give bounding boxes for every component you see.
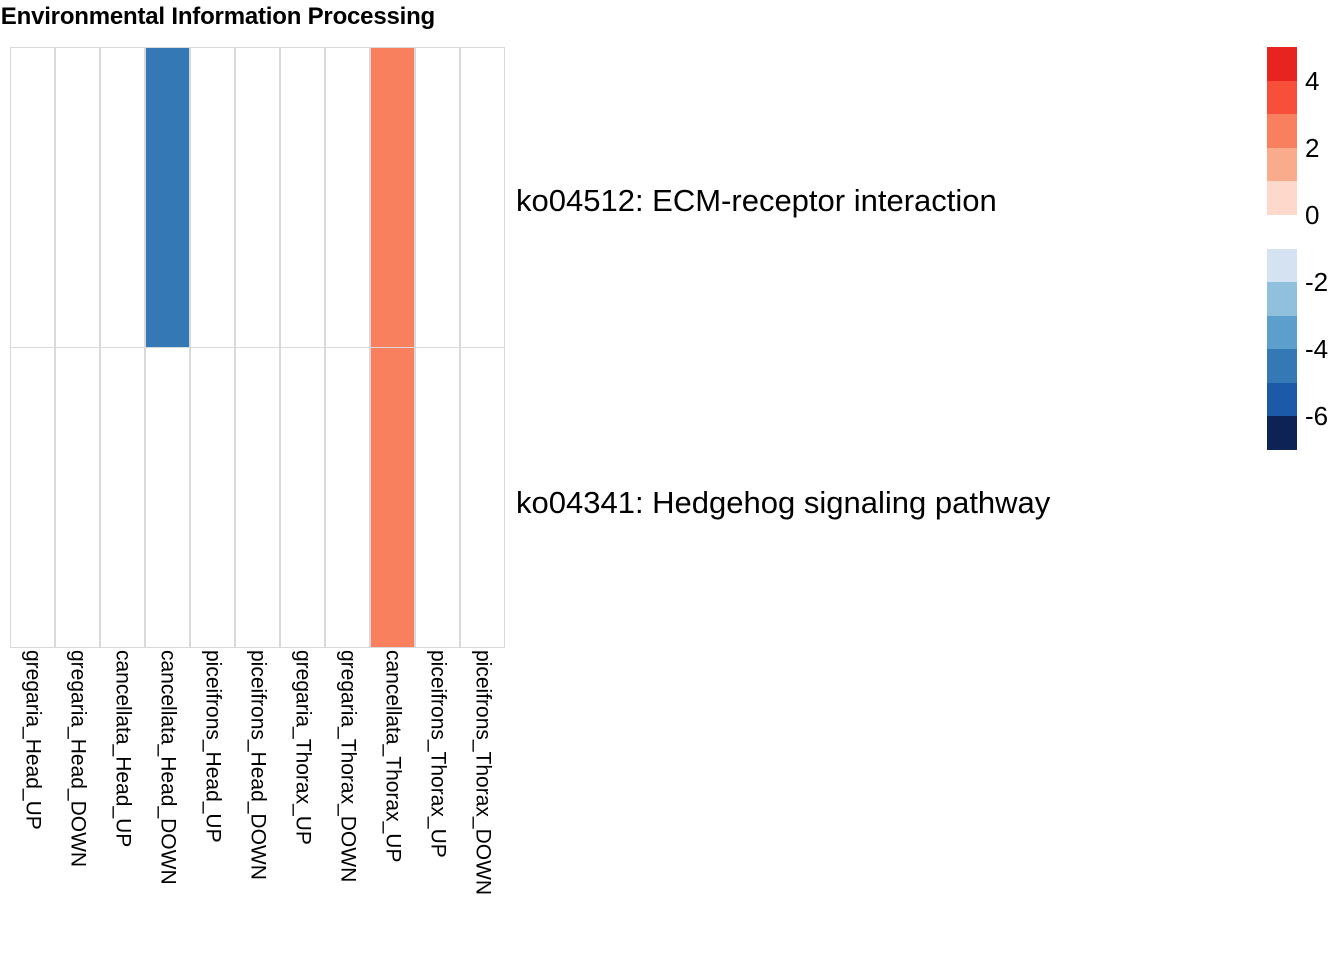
legend-color-band — [1267, 349, 1297, 383]
heatmap-cell — [280, 48, 325, 347]
x-axis-label-slot: cancellata_Head_UP — [100, 650, 145, 950]
legend-color-band — [1267, 214, 1297, 249]
row-label-ko04512: ko04512: ECM-receptor interaction — [516, 183, 997, 218]
legend-tick-label: -4 — [1305, 334, 1329, 365]
legend-color-band — [1267, 147, 1297, 182]
legend-color-band — [1267, 248, 1297, 283]
heatmap-cell — [100, 48, 145, 347]
x-axis-label-slot: cancellata_Thorax_UP — [370, 650, 415, 950]
legend-color-band — [1267, 416, 1297, 450]
heatmap-cell — [11, 348, 55, 647]
heatmap-cell — [415, 348, 460, 647]
x-axis-label: gregaria_Head_DOWN — [66, 650, 89, 868]
heatmap-cell — [190, 348, 235, 647]
page-title: ment: Environmental Information Processi… — [0, 3, 436, 30]
legend-color-band — [1267, 282, 1297, 316]
legend-color-band — [1267, 382, 1297, 417]
x-axis-label: piceifrons_Thorax_UP — [426, 650, 449, 858]
color-legend: 4 2 0 -2 -4 -6 — [1267, 47, 1328, 450]
heatmap-cell — [370, 48, 415, 347]
heatmap-cell — [325, 348, 370, 647]
x-axis-label: gregaria_Thorax_DOWN — [336, 650, 359, 883]
x-axis-label-slot: piceifrons_Head_UP — [190, 650, 235, 950]
heatmap-cell — [235, 348, 280, 647]
x-axis-label: gregaria_Head_UP — [21, 650, 44, 830]
legend-color-band — [1267, 181, 1297, 215]
x-axis-label-slot: piceifrons_Thorax_UP — [415, 650, 460, 950]
legend-tick-label: 0 — [1305, 199, 1320, 230]
heatmap-cell — [55, 348, 100, 647]
x-axis-label: cancellata_Head_DOWN — [156, 650, 179, 885]
x-axis-label-slot: gregaria_Thorax_DOWN — [325, 650, 370, 950]
legend-tick-label: 4 — [1305, 65, 1320, 96]
heatmap-cell — [145, 48, 190, 347]
heatmap-cell — [55, 48, 100, 347]
heatmap-cell — [415, 48, 460, 347]
heatmap-cell — [11, 48, 55, 347]
heatmap-cell — [460, 348, 504, 647]
legend-tick-label: 2 — [1305, 132, 1320, 163]
legend-color-band — [1267, 114, 1297, 148]
legend-color-band — [1267, 80, 1297, 115]
heatmap-cell — [235, 48, 280, 347]
x-axis-label-slot: piceifrons_Head_DOWN — [235, 650, 280, 950]
heatmap-cell — [370, 348, 415, 647]
heatmap-grid — [10, 47, 505, 648]
x-axis-label-slot: cancellata_Head_DOWN — [145, 650, 190, 950]
heatmap-cell — [460, 48, 504, 347]
x-axis-label: piceifrons_Head_UP — [201, 650, 224, 843]
heatmap-cell — [100, 348, 145, 647]
legend-tick-label: -6 — [1305, 401, 1329, 432]
x-axis-label: gregaria_Thorax_UP — [291, 650, 314, 845]
heatmap-cell — [325, 48, 370, 347]
legend-color-band — [1267, 47, 1297, 81]
x-axis-label: cancellata_Head_UP — [111, 650, 134, 848]
x-axis-labels: gregaria_Head_UP gregaria_Head_DOWN cancel… — [10, 650, 505, 950]
row-label-ko04341: ko04341: Hedgehog signaling pathway — [516, 485, 1051, 520]
legend-color-band — [1267, 315, 1297, 350]
x-axis-label-slot: gregaria_Head_DOWN — [55, 650, 100, 950]
heatmap-cell — [190, 48, 235, 347]
x-axis-label-slot: piceifrons_Thorax_DOWN — [460, 650, 505, 950]
x-axis-label-slot: gregaria_Thorax_UP — [280, 650, 325, 950]
x-axis-label-slot: gregaria_Head_UP — [10, 650, 55, 950]
x-axis-label: cancellata_Thorax_UP — [381, 650, 404, 863]
x-axis-label: piceifrons_Head_DOWN — [246, 650, 269, 880]
heatmap-cell — [145, 348, 190, 647]
legend-tick-label: -2 — [1305, 267, 1329, 298]
heatmap-cell — [280, 348, 325, 647]
x-axis-label: piceifrons_Thorax_DOWN — [471, 650, 494, 896]
